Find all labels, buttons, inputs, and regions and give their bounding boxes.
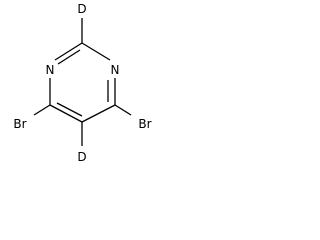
- bromine-left-label: Br: [13, 117, 26, 131]
- deuterium-bottom-label: D: [77, 150, 86, 164]
- bond-c6-c5-double: [49, 104, 83, 123]
- bond-c2-n3: [81, 42, 111, 61]
- nitrogen-left-label: N: [46, 63, 55, 77]
- bond-c4-br: [114, 104, 132, 116]
- bond-c6-c5-double-inner: [56, 102, 83, 117]
- bonds: [33, 18, 132, 146]
- pyrimidine-structure: D N N Br Br D: [13, 2, 151, 164]
- bond-c2-n1-double-inner: [57, 49, 81, 65]
- bond-c2-n1-double: [54, 42, 83, 61]
- bromine-right-label: Br: [138, 117, 151, 131]
- deuterium-top-label: D: [77, 2, 86, 16]
- bond-c5-c4: [81, 104, 116, 123]
- nitrogen-right-label: N: [111, 63, 120, 77]
- bond-c6-br: [33, 104, 51, 116]
